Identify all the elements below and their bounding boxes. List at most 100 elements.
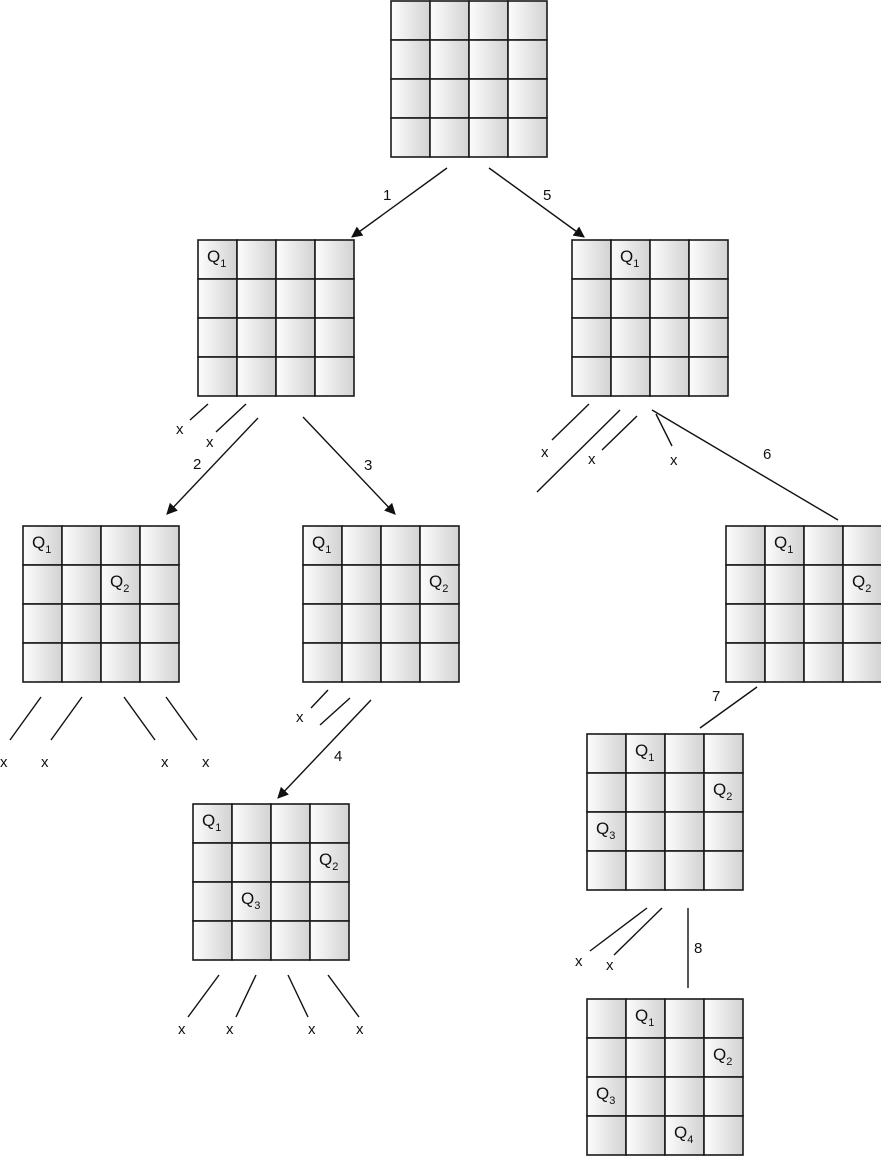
board-step5: Q1 (571, 239, 729, 397)
board-cell (803, 603, 844, 644)
board-cell (419, 642, 460, 683)
board-cell (197, 317, 238, 358)
queen-subscript: 2 (442, 583, 448, 595)
board-cell (507, 39, 548, 80)
edge-step-3 (302, 416, 396, 515)
board-cell (100, 525, 141, 566)
board-cell (625, 1076, 666, 1117)
board-cell (275, 239, 316, 280)
board-cell (100, 603, 141, 644)
board-cell (302, 564, 343, 605)
board-cell (314, 317, 355, 358)
dead-end-x-mark: x (606, 957, 614, 974)
board-cell (803, 564, 844, 605)
edge-step-2 (166, 417, 259, 515)
board-cell (507, 78, 548, 119)
edge-step-1 (351, 167, 448, 238)
board-cell (688, 239, 729, 280)
board-cell (664, 1037, 705, 1078)
board-step1: Q1 (197, 239, 355, 397)
dead-end-branch (655, 413, 673, 447)
board-cell (341, 603, 382, 644)
dead-end-branch (536, 409, 621, 493)
board-cell (725, 642, 766, 683)
dead-end-x-mark: x (206, 434, 214, 451)
board-cell (429, 39, 470, 80)
queen-label: Q1 (774, 533, 793, 556)
board-cell (703, 733, 744, 774)
board-cell (192, 920, 233, 961)
edge-step-5 (488, 167, 585, 238)
board-cell (610, 356, 651, 397)
step-label-5: 5 (543, 187, 551, 204)
board-cell (270, 842, 311, 883)
dead-end-branch (601, 415, 638, 451)
board-cell (703, 772, 744, 813)
queen-label: Q3 (241, 889, 260, 912)
queen-label: Q1 (635, 741, 654, 764)
board-cell (236, 278, 277, 319)
board-cell (468, 78, 509, 119)
board-cell (139, 525, 180, 566)
board-cell (309, 842, 350, 883)
board-cell (764, 642, 805, 683)
board-cell (803, 525, 844, 566)
board-cell (231, 842, 272, 883)
board-cell (664, 1115, 705, 1156)
queen-subscript: 3 (609, 1095, 615, 1107)
board-cell (314, 278, 355, 319)
dead-end-x-mark: x (541, 444, 549, 461)
board-cell (625, 1037, 666, 1078)
queen-subscript: 3 (609, 830, 615, 842)
board-root (390, 0, 548, 158)
dead-end-branch (50, 696, 83, 741)
dead-end-x-mark: x (308, 1021, 316, 1038)
queen-label: Q1 (312, 533, 331, 556)
board-cell (380, 525, 421, 566)
dead-end-x-mark: x (161, 754, 169, 771)
queen-subscript: 2 (865, 583, 871, 595)
board-cell (22, 603, 63, 644)
queen-subscript: 1 (648, 1017, 654, 1029)
board-cell (270, 881, 311, 922)
board-cell (419, 525, 460, 566)
board-cell (664, 850, 705, 891)
board-cell (625, 811, 666, 852)
dead-end-x-mark: x (575, 953, 583, 970)
board-cell (302, 642, 343, 683)
step-label-3: 3 (364, 457, 372, 474)
dead-end-x-mark: x (202, 754, 210, 771)
board-cell (586, 1037, 627, 1078)
dead-end-x-mark: x (226, 1021, 234, 1038)
board-cell (725, 603, 766, 644)
queen-subscript: 2 (332, 861, 338, 873)
board-cell (586, 733, 627, 774)
dead-end-branch (189, 403, 209, 421)
queen-label: Q3 (596, 819, 615, 842)
board-cell (380, 603, 421, 644)
queen-subscript: 1 (220, 258, 226, 270)
board-cell (314, 239, 355, 280)
board-cell (803, 642, 844, 683)
queen-label: Q1 (207, 247, 226, 270)
board-cell (649, 317, 690, 358)
tree-edges (9, 167, 839, 1018)
board-cell (61, 603, 102, 644)
board-cell (703, 998, 744, 1039)
board-cell (688, 356, 729, 397)
queen-subscript: 1 (633, 258, 639, 270)
board-cell (703, 1037, 744, 1078)
queen-label: Q1 (32, 533, 51, 556)
dead-end-branch (589, 907, 648, 952)
board-cell (231, 803, 272, 844)
board-cell (842, 525, 881, 566)
board-cell (842, 642, 881, 683)
board-cell (309, 920, 350, 961)
board-cell (61, 564, 102, 605)
queen-label: Q3 (596, 1084, 615, 1107)
board-cell (842, 603, 881, 644)
step-label-6: 6 (763, 446, 771, 463)
